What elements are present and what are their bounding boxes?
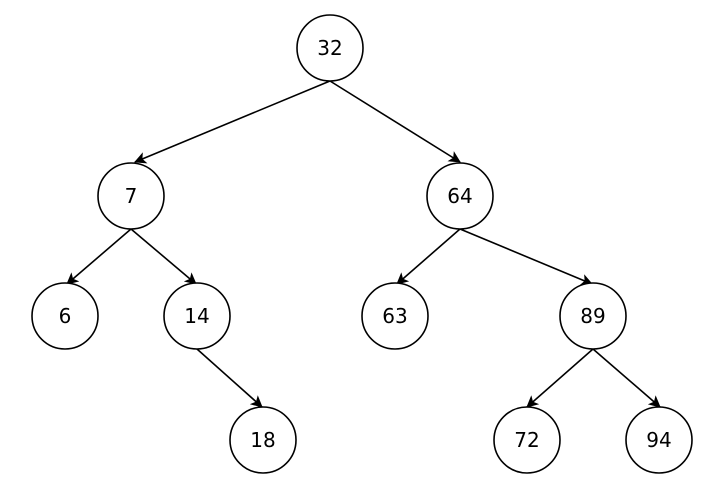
node-label: 18 xyxy=(250,428,275,452)
tree-node: 89 xyxy=(559,282,627,350)
tree-node: 18 xyxy=(229,406,297,474)
node-circle xyxy=(361,282,429,350)
node-label: 7 xyxy=(125,184,138,208)
node-label: 89 xyxy=(580,304,605,328)
edge-64-89 xyxy=(459,228,593,286)
tree-node: 7 xyxy=(97,162,165,230)
tree-node: 72 xyxy=(493,406,561,474)
edge-32-64 xyxy=(329,80,461,163)
node-circle xyxy=(163,282,231,350)
node-circle xyxy=(625,406,693,474)
node-label: 63 xyxy=(382,304,407,328)
node-circle xyxy=(31,282,99,350)
node-label: 6 xyxy=(59,304,72,328)
edges-layer xyxy=(66,80,661,408)
tree-node: 63 xyxy=(361,282,429,350)
node-label: 64 xyxy=(447,184,472,208)
tree-node: 94 xyxy=(625,406,693,474)
edge-64-63 xyxy=(396,228,461,285)
node-circle xyxy=(97,162,165,230)
node-circle xyxy=(426,162,494,230)
node-circle xyxy=(296,14,364,82)
tree-node: 14 xyxy=(163,282,231,350)
tree-node: 32 xyxy=(296,14,364,82)
edge-14-18 xyxy=(196,348,263,408)
edge-32-7 xyxy=(134,80,331,164)
node-label: 72 xyxy=(514,428,539,452)
node-label: 94 xyxy=(646,428,671,452)
edge-89-94 xyxy=(592,348,661,408)
tree-node: 6 xyxy=(31,282,99,350)
nodes-layer: 32 7 64 6 14 63 89 18 xyxy=(31,14,693,474)
node-label: 14 xyxy=(184,304,209,328)
node-label: 32 xyxy=(317,36,342,60)
edge-7-6 xyxy=(66,228,132,285)
tree-node: 64 xyxy=(426,162,494,230)
node-circle xyxy=(493,406,561,474)
node-circle xyxy=(229,406,297,474)
edge-7-14 xyxy=(130,228,197,285)
node-circle xyxy=(559,282,627,350)
edge-89-72 xyxy=(526,348,594,408)
